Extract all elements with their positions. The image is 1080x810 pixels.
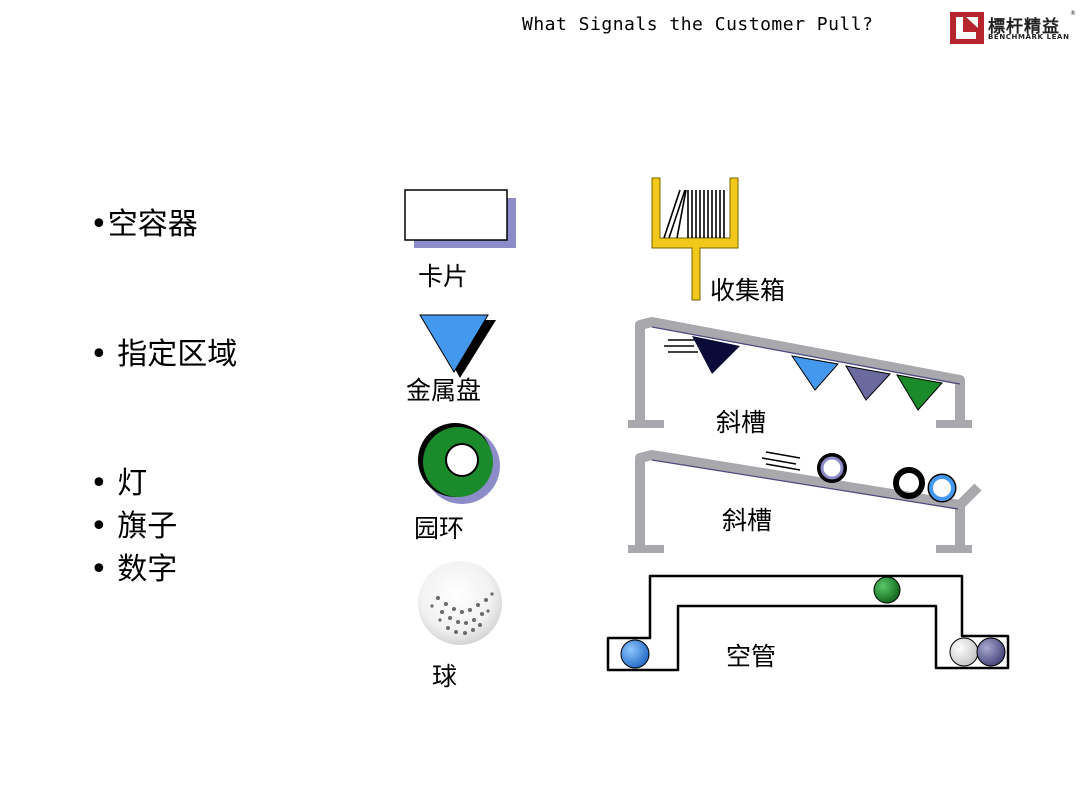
label-empty-tube: 空管	[726, 642, 777, 671]
logo-registered-mark: ®	[1070, 10, 1076, 17]
slide-title: What Signals the Customer Pull?	[522, 14, 874, 35]
logo-name-cn: 標杆精益	[988, 17, 1060, 37]
empty-tube-icon	[606, 574, 1010, 672]
label-ball: 球	[432, 662, 458, 691]
logo-mark-icon	[950, 12, 984, 44]
bullet-light: • 灯	[90, 466, 148, 501]
golf-ball-icon	[418, 561, 502, 645]
ring-icon	[418, 423, 500, 504]
benchmark-lean-logo: 標杆精益 BENCHMARK LEAN ®	[950, 10, 1076, 46]
label-metal-tray: 金属盘	[406, 376, 482, 405]
bullet-designated-area: • 指定区域	[90, 337, 238, 372]
label-ring: 园环	[414, 514, 465, 543]
ring-chute-icon	[628, 450, 982, 553]
label-chute-rings: 斜槽	[722, 506, 773, 535]
bullet-number: • 数字	[90, 552, 178, 587]
metal-tray-icon	[419, 314, 496, 378]
label-chute-flags: 斜槽	[716, 408, 767, 437]
collection-box-icon	[651, 177, 739, 301]
flag-chute-icon	[628, 317, 972, 428]
logo-name-en: BENCHMARK LEAN	[988, 33, 1070, 41]
label-collection-box: 收集箱	[710, 276, 786, 305]
bullet-empty-container: •空容器	[90, 207, 198, 242]
card-icon	[404, 189, 516, 248]
bullet-flag: • 旗子	[90, 509, 178, 544]
label-card: 卡片	[418, 262, 469, 291]
